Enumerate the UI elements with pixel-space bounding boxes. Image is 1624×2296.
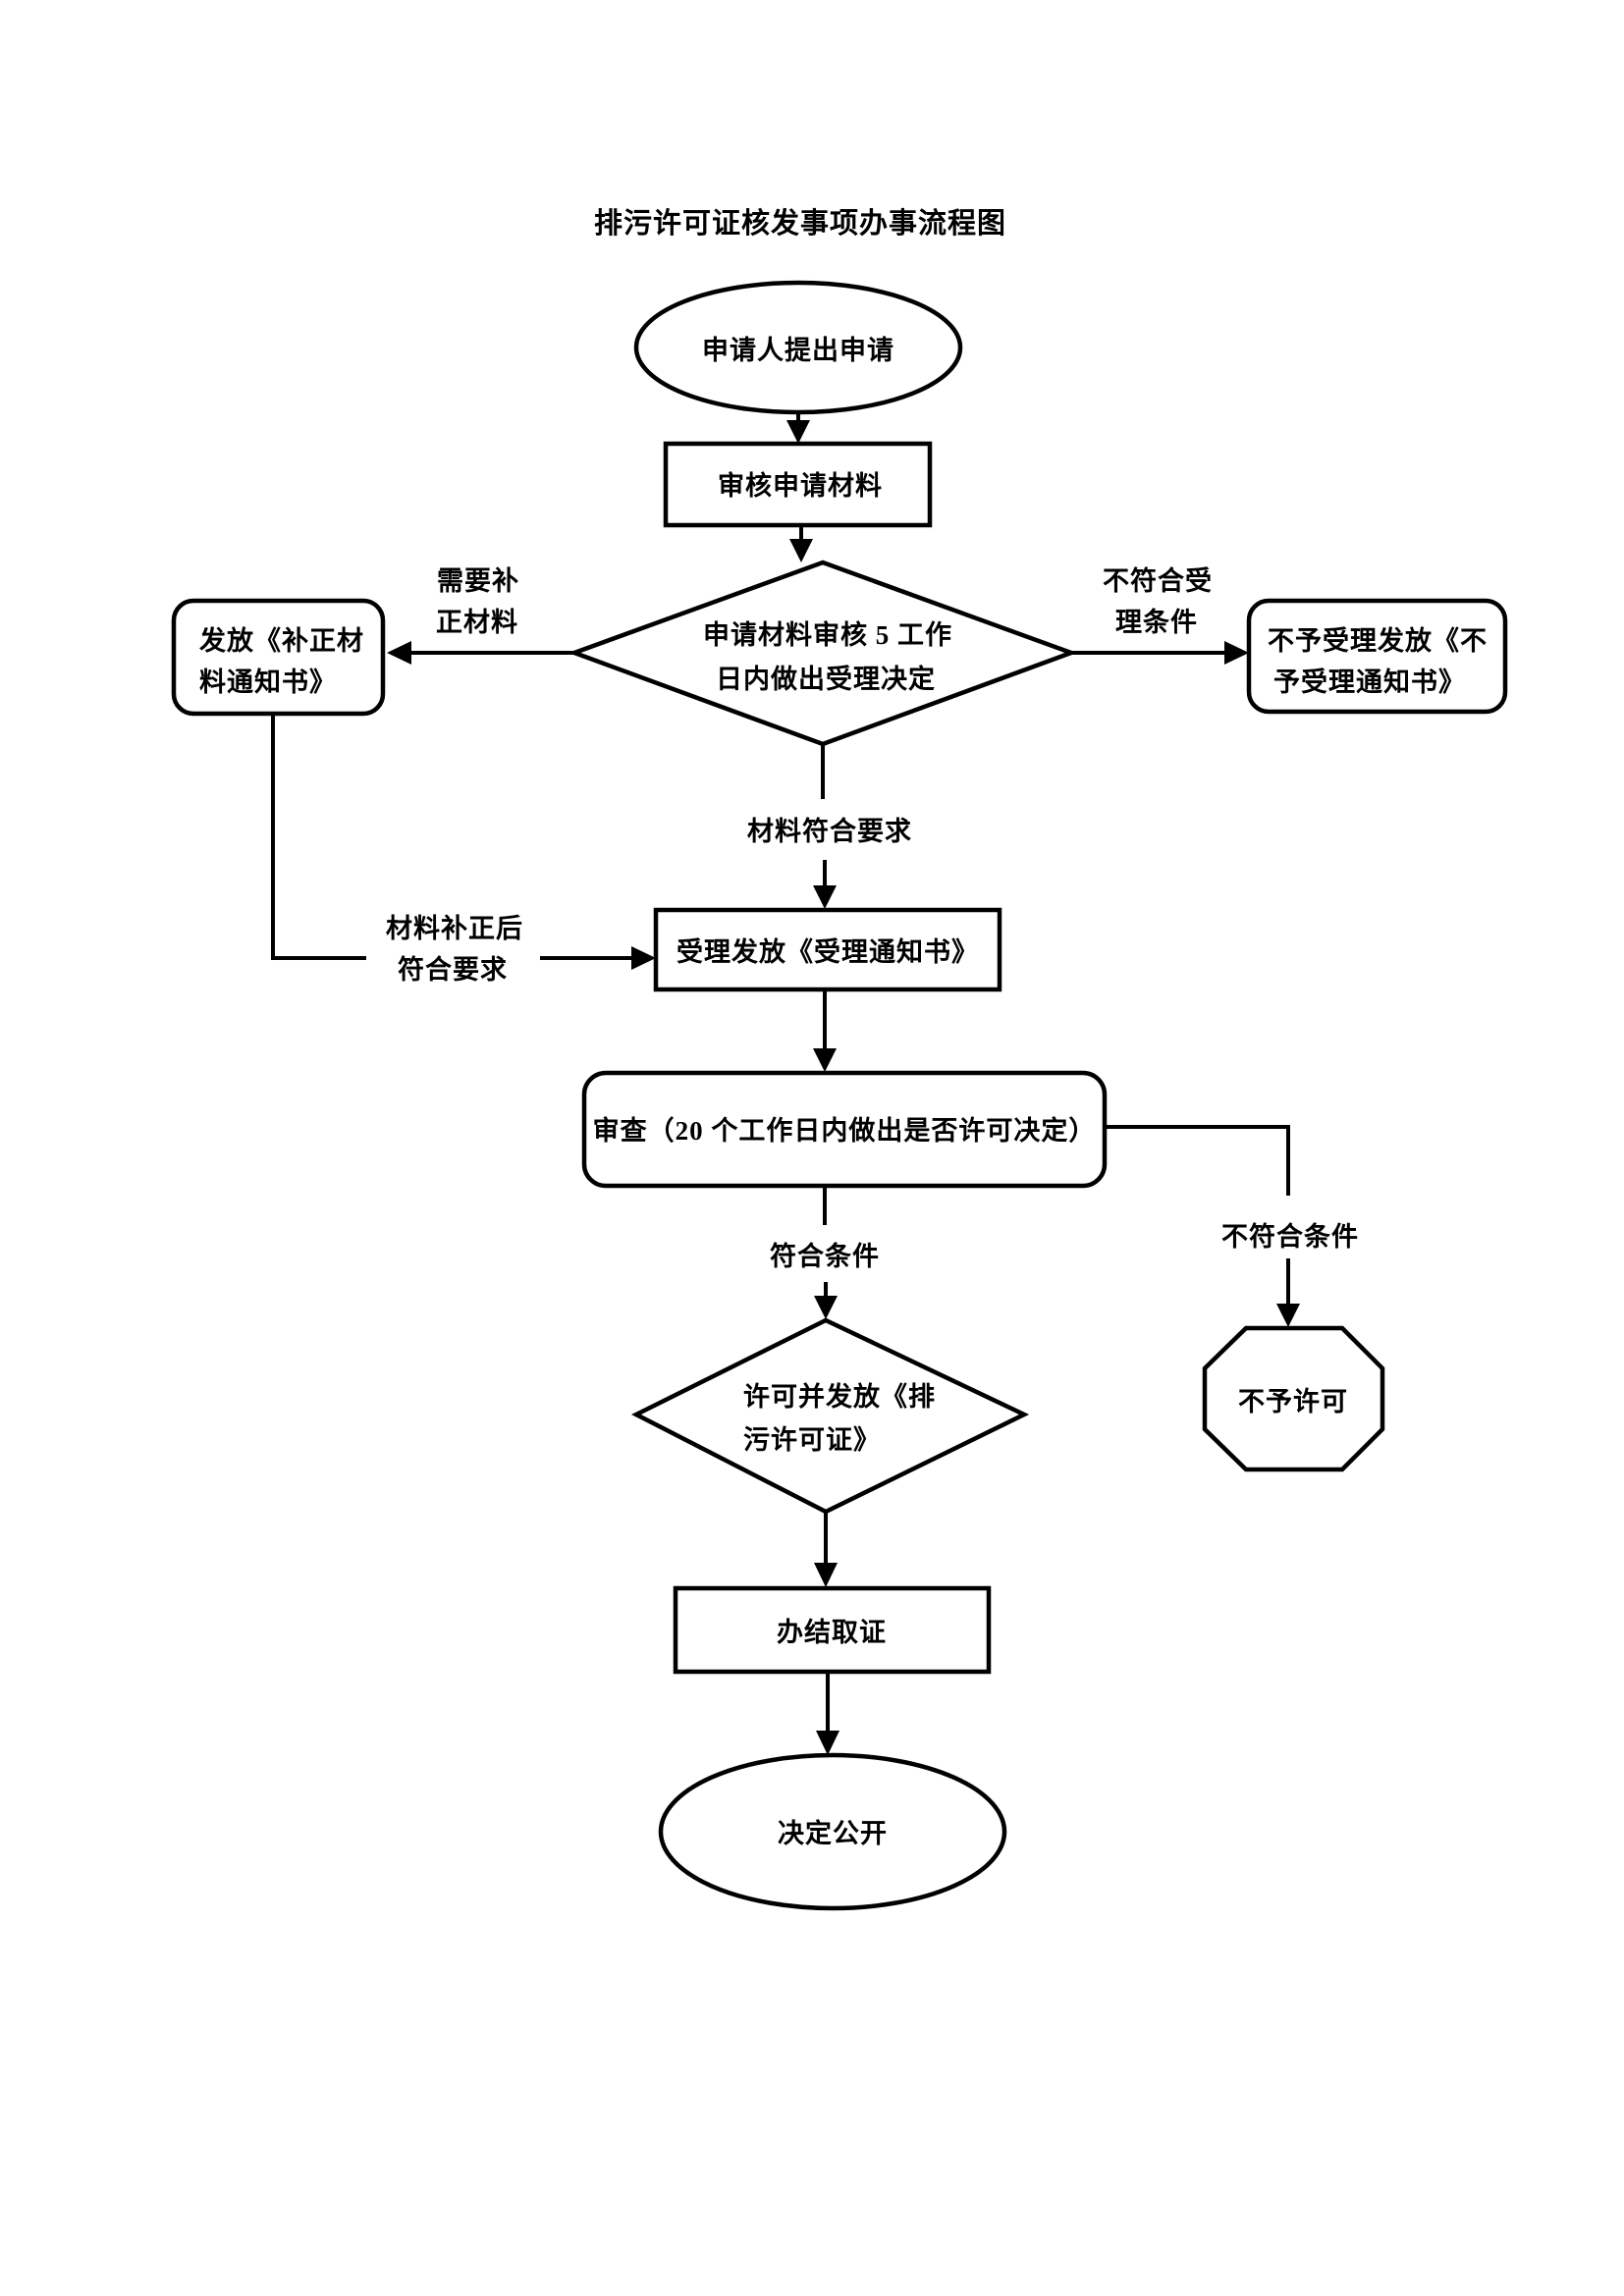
edge-label-line: 符合要求 bbox=[398, 954, 508, 985]
node-label-line: 料通知书》 bbox=[199, 667, 337, 697]
edge-accept-to-examine bbox=[813, 989, 837, 1072]
node-label: 办结取证 bbox=[777, 1618, 887, 1647]
node-reject-notice: 不予受理发放《不 予受理通知书》 bbox=[1246, 598, 1508, 715]
arrowhead-down-icon bbox=[816, 1731, 839, 1755]
arrowhead-down-icon bbox=[813, 1048, 837, 1072]
complete-rect bbox=[673, 1585, 992, 1675]
edge-label-not-meet-conditions: 不符合条件 bbox=[1221, 1221, 1359, 1252]
edge-permit-to-complete bbox=[814, 1512, 838, 1587]
node-issue-permit: 许可并发放《排 污许可证》 bbox=[631, 1317, 1030, 1515]
edge-label-corrected-meet: 材料补正后 符合要求 bbox=[386, 914, 523, 985]
reject-rounded-rect bbox=[1246, 598, 1508, 715]
node-label: 受理发放《受理通知书》 bbox=[677, 936, 979, 967]
node-label-line: 污许可证》 bbox=[743, 1425, 881, 1455]
node-examine: 审查（20 个工作日内做出是否许可决定） bbox=[581, 1070, 1108, 1189]
edge-label-meet-conditions: 符合条件 bbox=[770, 1241, 880, 1271]
edge-correction-to-accept bbox=[271, 714, 656, 970]
node-label: 决定公开 bbox=[778, 1818, 888, 1848]
permit-diamond bbox=[631, 1317, 1030, 1515]
node-review-materials: 审核申请材料 bbox=[663, 441, 933, 528]
edge-examine-to-permit bbox=[814, 1186, 838, 1319]
node-label: 审查（20 个工作日内做出是否许可决定） bbox=[593, 1115, 1097, 1146]
edge-label-line: 理条件 bbox=[1115, 608, 1198, 637]
node-accept-notice: 受理发放《受理通知书》 bbox=[653, 907, 1002, 992]
arrowhead-down-icon bbox=[789, 539, 813, 562]
edge-review-to-decision bbox=[789, 525, 813, 562]
node-start: 申请人提出申请 bbox=[633, 280, 963, 415]
node-label-line: 发放《补正材 bbox=[198, 625, 364, 656]
publish-ellipse bbox=[658, 1752, 1007, 1911]
node-deny-permit: 不予许可 bbox=[1202, 1325, 1385, 1472]
edge-label-line: 不符合受 bbox=[1103, 565, 1213, 596]
edge-examine-to-deny bbox=[1105, 1125, 1300, 1327]
node-label: 不予许可 bbox=[1238, 1387, 1348, 1416]
arrowhead-down-icon bbox=[814, 1296, 838, 1319]
arrowhead-down-icon bbox=[786, 420, 810, 444]
node-publish: 决定公开 bbox=[658, 1752, 1007, 1911]
arrowhead-right-icon bbox=[1224, 641, 1249, 665]
arrowhead-down-icon bbox=[1276, 1304, 1300, 1327]
decision-diamond bbox=[568, 560, 1078, 747]
node-label: 审核申请材料 bbox=[718, 470, 883, 501]
edge-decision-to-reject bbox=[1071, 641, 1249, 665]
review-rect bbox=[663, 441, 933, 528]
correction-rounded-rect bbox=[171, 598, 386, 717]
node-label-line: 不予受理发放《不 bbox=[1268, 625, 1488, 656]
node-label: 申请人提出申请 bbox=[702, 336, 894, 365]
deny-octagon bbox=[1202, 1325, 1385, 1472]
edge-label-line: 正材料 bbox=[436, 608, 518, 637]
edge-decision-to-correction bbox=[387, 641, 574, 665]
arrowhead-down-icon bbox=[813, 885, 837, 909]
arrowhead-right-icon bbox=[631, 946, 656, 970]
arrowhead-left-icon bbox=[387, 641, 411, 665]
arrowhead-down-icon bbox=[814, 1563, 838, 1587]
edge-label-materials-meet: 材料符合要求 bbox=[747, 816, 912, 846]
edge-label-line: 材料补正后 bbox=[386, 914, 523, 943]
edge-label-line: 需要补 bbox=[437, 566, 519, 596]
node-label-line: 予受理通知书》 bbox=[1273, 667, 1466, 697]
node-label-line: 日内做出受理决定 bbox=[716, 664, 936, 694]
edge-label-not-meet-acceptance: 不符合受 理条件 bbox=[1103, 565, 1213, 637]
node-complete: 办结取证 bbox=[673, 1585, 992, 1675]
edge-decision-to-accept bbox=[813, 744, 837, 909]
edge-complete-to-publish bbox=[816, 1672, 839, 1755]
edge-start-to-review bbox=[786, 412, 810, 444]
diagram-title: 排污许可证核发事项办事流程图 bbox=[594, 207, 1006, 240]
node-label-line: 申请材料审核 5 工作 bbox=[703, 619, 952, 650]
edge-label-need-correction: 需要补 正材料 bbox=[436, 566, 519, 637]
node-correction-notice: 发放《补正材 料通知书》 bbox=[171, 598, 386, 717]
start-ellipse bbox=[633, 280, 963, 415]
node-accept-decision: 申请材料审核 5 工作 日内做出受理决定 bbox=[568, 560, 1078, 747]
accept-rect bbox=[653, 907, 1002, 992]
node-label-line: 许可并发放《排 bbox=[743, 1381, 936, 1412]
examine-rounded-rect bbox=[581, 1070, 1108, 1189]
